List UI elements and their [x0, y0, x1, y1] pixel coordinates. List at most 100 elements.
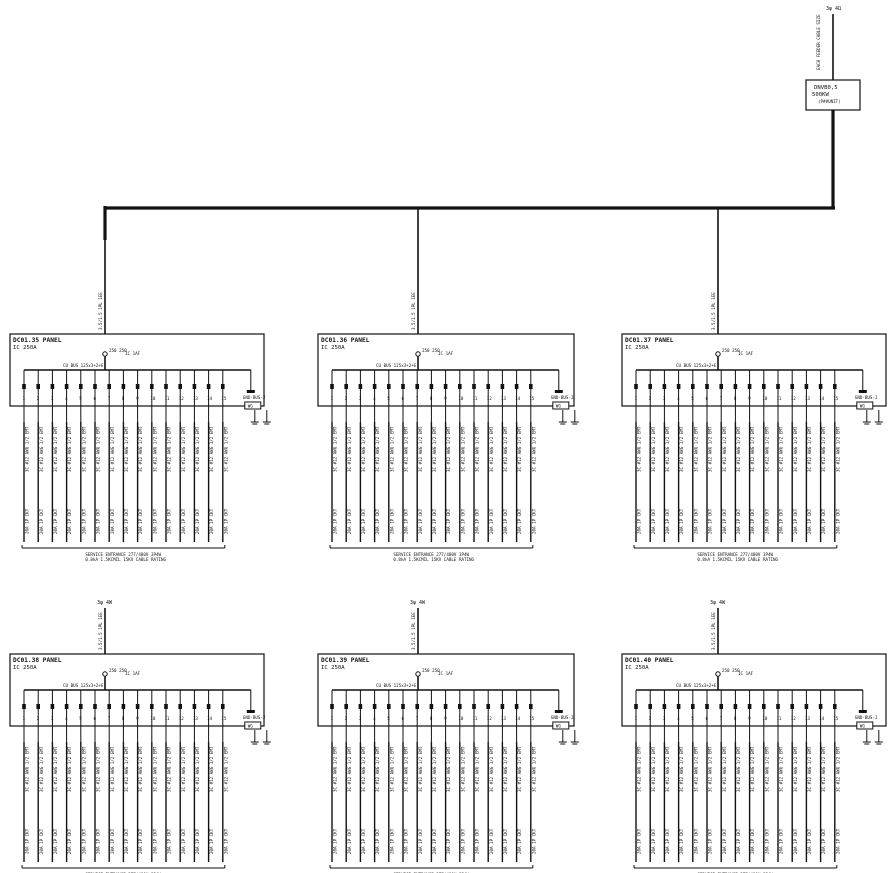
main-breaker-icon[interactable]	[102, 671, 108, 677]
branch-breaker-icon[interactable]	[22, 704, 26, 709]
branch-breaker-icon[interactable]	[22, 384, 26, 389]
branch-breaker-icon[interactable]	[691, 704, 695, 709]
branch-breaker-icon[interactable]	[458, 384, 462, 389]
branch-breaker-icon[interactable]	[833, 384, 837, 389]
branch-breaker-icon[interactable]	[150, 384, 154, 389]
branch-breaker-icon[interactable]	[634, 384, 638, 389]
branch-breaker-icon[interactable]	[691, 384, 695, 389]
branch-breaker-icon[interactable]	[178, 384, 182, 389]
branch-breaker-icon[interactable]	[676, 704, 681, 709]
branch-breaker-icon[interactable]	[705, 384, 709, 389]
branch-breaker-icon[interactable]	[164, 384, 168, 389]
transformer-box[interactable]	[805, 79, 861, 111]
branch-breaker-icon[interactable]	[192, 704, 197, 709]
branch-breaker-icon[interactable]	[93, 384, 97, 389]
branch-breaker-icon[interactable]	[648, 384, 652, 389]
branch-breaker-icon[interactable]	[135, 384, 140, 389]
branch-breaker-icon[interactable]	[192, 384, 197, 389]
branch-breaker-icon[interactable]	[529, 384, 533, 389]
branch-breaker-icon[interactable]	[790, 384, 794, 389]
branch-breaker-icon[interactable]	[662, 384, 667, 389]
branch-breaker-icon[interactable]	[486, 704, 490, 709]
branch-breaker-icon[interactable]	[36, 704, 40, 709]
branch-breaker-icon[interactable]	[93, 704, 97, 709]
branch-breaker-icon[interactable]	[401, 704, 405, 709]
branch-breaker-icon[interactable]	[429, 384, 434, 389]
branch-breaker-icon[interactable]	[429, 704, 434, 709]
branch-breaker-icon[interactable]	[514, 384, 519, 389]
branch-breaker-icon[interactable]	[64, 384, 69, 389]
branch-breaker-icon[interactable]	[64, 704, 69, 709]
branch-breaker-icon[interactable]	[472, 384, 476, 389]
main-breaker-icon[interactable]	[102, 351, 108, 357]
branch-breaker-icon[interactable]	[818, 704, 823, 709]
branch-breaker-icon[interactable]	[107, 384, 111, 389]
branch-breaker-icon[interactable]	[221, 704, 225, 709]
branch-breaker-icon[interactable]	[514, 704, 519, 709]
branch-breaker-icon[interactable]	[705, 704, 709, 709]
branch-breaker-icon[interactable]	[776, 704, 780, 709]
branch-breaker-icon[interactable]	[415, 384, 419, 389]
branch-breaker-icon[interactable]	[50, 704, 55, 709]
branch-breaker-icon[interactable]	[121, 704, 126, 709]
branch-breaker-icon[interactable]	[747, 384, 752, 389]
branch-breaker-icon[interactable]	[344, 704, 348, 709]
branch-breaker-icon[interactable]	[387, 384, 391, 389]
branch-breaker-icon[interactable]	[747, 704, 752, 709]
branch-breaker-icon[interactable]	[79, 384, 83, 389]
branch-breaker-icon[interactable]	[500, 384, 505, 389]
main-breaker-icon[interactable]	[415, 351, 421, 357]
branch-breaker-icon[interactable]	[762, 704, 766, 709]
branch-breaker-icon[interactable]	[372, 704, 377, 709]
branch-breaker-icon[interactable]	[358, 704, 363, 709]
branch-breaker-icon[interactable]	[330, 704, 334, 709]
branch-breaker-icon[interactable]	[818, 384, 823, 389]
branch-breaker-icon[interactable]	[833, 704, 837, 709]
branch-breaker-icon[interactable]	[135, 704, 140, 709]
branch-breaker-icon[interactable]	[401, 384, 405, 389]
branch-breaker-icon[interactable]	[719, 704, 723, 709]
branch-breaker-icon[interactable]	[221, 384, 225, 389]
branch-breaker-icon[interactable]	[676, 384, 681, 389]
branch-breaker-icon[interactable]	[776, 384, 780, 389]
branch-breaker-icon[interactable]	[529, 704, 533, 709]
branch-breaker-icon[interactable]	[472, 704, 476, 709]
branch-breaker-icon[interactable]	[648, 704, 652, 709]
branch-breaker-icon[interactable]	[164, 704, 168, 709]
main-breaker-icon[interactable]	[415, 671, 421, 677]
branch-breaker-icon[interactable]	[206, 384, 211, 389]
branch-breaker-icon[interactable]	[762, 384, 766, 389]
branch-breaker-icon[interactable]	[79, 704, 83, 709]
branch-breaker-icon[interactable]	[733, 704, 738, 709]
branch-breaker-icon[interactable]	[804, 704, 809, 709]
branch-breaker-icon[interactable]	[372, 384, 377, 389]
branch-breaker-icon[interactable]	[150, 704, 154, 709]
branch-breaker-icon[interactable]	[50, 384, 55, 389]
branch-breaker-icon[interactable]	[634, 704, 638, 709]
main-breaker-icon[interactable]	[715, 671, 721, 677]
branch-breaker-icon[interactable]	[662, 704, 667, 709]
branch-breaker-icon[interactable]	[206, 704, 211, 709]
branch-breaker-icon[interactable]	[804, 384, 809, 389]
branch-breaker-icon[interactable]	[443, 384, 448, 389]
branch-breaker-icon[interactable]	[500, 704, 505, 709]
branch-breaker-icon[interactable]	[387, 704, 391, 709]
branch-breaker-icon[interactable]	[358, 384, 363, 389]
branch-breaker-icon[interactable]	[330, 384, 334, 389]
branch-breaker-icon[interactable]	[36, 384, 40, 389]
branch-breaker-icon[interactable]	[415, 704, 419, 709]
branch-breaker-icon[interactable]	[178, 704, 182, 709]
branch-breaker-icon[interactable]	[107, 704, 111, 709]
branch-breaker-icon[interactable]	[733, 384, 738, 389]
branch-breaker-icon[interactable]	[790, 704, 794, 709]
transformer[interactable]: DNVB0,5 500KW (P##UNIT)	[805, 79, 861, 111]
main-breaker-icon[interactable]	[715, 351, 721, 357]
branch-breaker-icon[interactable]	[719, 384, 723, 389]
branch-breaker-icon[interactable]	[458, 704, 462, 709]
